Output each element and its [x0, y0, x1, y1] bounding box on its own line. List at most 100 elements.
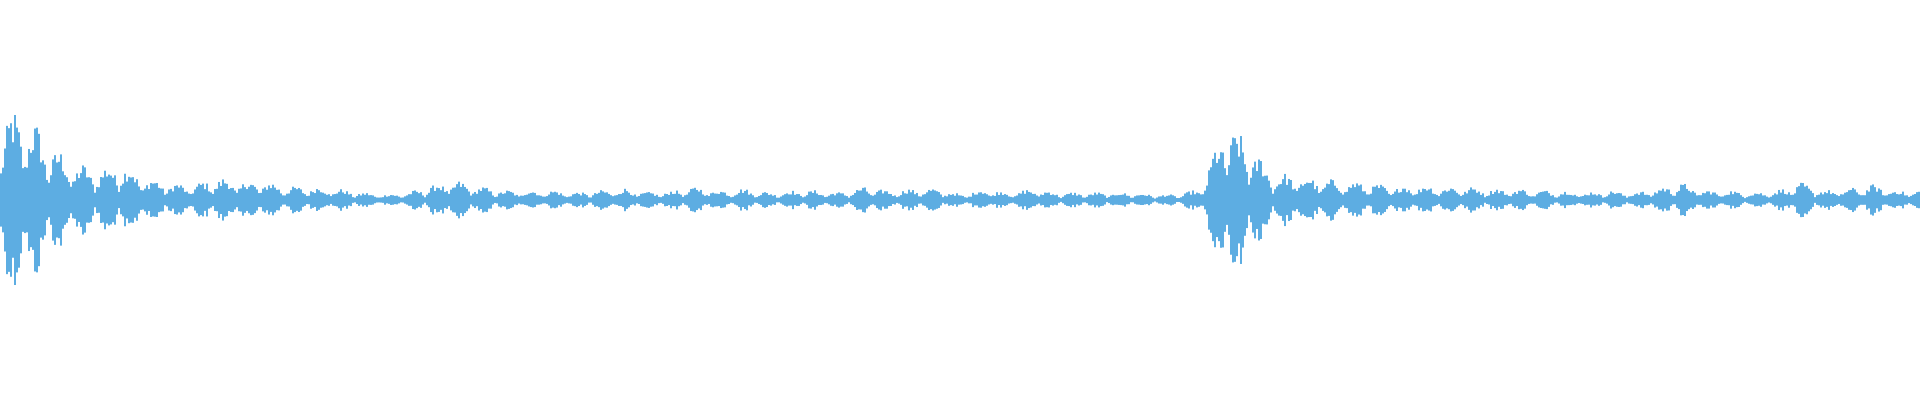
waveform-bar — [920, 196, 922, 204]
waveform-bar — [1322, 189, 1324, 211]
waveform-bar — [1126, 195, 1128, 205]
waveform-bar — [810, 191, 812, 209]
waveform-bar — [832, 193, 834, 207]
waveform-bar — [890, 194, 892, 206]
waveform-bar — [1566, 194, 1568, 206]
waveform-bar — [426, 194, 428, 206]
waveform-bar — [856, 190, 858, 210]
waveform-bar — [1360, 184, 1362, 216]
waveform-bar — [1658, 190, 1660, 210]
waveform-bar — [64, 175, 66, 225]
waveform-bar — [1918, 191, 1920, 209]
waveform-bar — [166, 193, 168, 207]
waveform-bar — [1346, 191, 1348, 209]
waveform-bar — [990, 196, 992, 204]
waveform-bar — [1564, 191, 1566, 209]
waveform-bar — [1468, 190, 1470, 210]
waveform-bar — [1288, 178, 1290, 222]
waveform-bar — [1202, 194, 1204, 206]
waveform-bar — [738, 192, 740, 208]
waveform-bar — [596, 193, 598, 207]
waveform-bar — [1574, 194, 1576, 206]
waveform-bar — [1514, 192, 1516, 208]
waveform-bar — [840, 193, 842, 207]
waveform-bar — [1884, 195, 1886, 205]
waveform-bar — [24, 166, 26, 234]
waveform-bar — [104, 170, 106, 230]
waveform-bar — [1610, 191, 1612, 209]
waveform-bar — [612, 196, 614, 204]
waveform-bar — [770, 194, 772, 206]
waveform-bar — [1620, 193, 1622, 207]
waveform-bar — [566, 197, 568, 203]
waveform-bar — [392, 195, 394, 205]
waveform-bar — [114, 175, 116, 225]
waveform-bar — [598, 192, 600, 208]
waveform-bar — [1582, 196, 1584, 204]
waveform-bar — [1258, 159, 1260, 241]
waveform-bar — [2, 167, 4, 233]
waveform-bar — [1594, 194, 1596, 206]
waveform-bar — [1636, 193, 1638, 207]
waveform-bar — [504, 193, 506, 207]
waveform-bar — [974, 194, 976, 206]
waveform-bar — [1084, 197, 1086, 203]
waveform-bar — [1666, 189, 1668, 211]
waveform-bar — [1896, 194, 1898, 206]
waveform-bar — [1538, 192, 1540, 208]
waveform-bar — [1850, 189, 1852, 211]
waveform-bar — [1042, 194, 1044, 206]
waveform-bar — [752, 195, 754, 205]
waveform-bar — [660, 197, 662, 203]
waveform-bar — [1696, 195, 1698, 205]
waveform-bar — [10, 123, 12, 277]
waveform-bar — [542, 196, 544, 204]
waveform-bar — [1608, 194, 1610, 206]
waveform-bar — [794, 194, 796, 206]
waveform-bar — [1442, 191, 1444, 209]
waveform-bar — [46, 179, 48, 221]
waveform-bar — [1344, 192, 1346, 208]
waveform-bar — [1804, 186, 1806, 214]
waveform-bar — [1436, 194, 1438, 206]
waveform-bar — [1606, 196, 1608, 204]
waveform-bar — [540, 195, 542, 205]
waveform-bar — [646, 192, 648, 208]
waveform-bar — [490, 191, 492, 209]
waveform-bar — [152, 183, 154, 217]
waveform-bar — [1378, 187, 1380, 213]
waveform-bar — [986, 194, 988, 206]
waveform-bar — [222, 179, 224, 221]
waveform-bar — [716, 193, 718, 207]
waveform-bar — [1894, 192, 1896, 208]
waveform-bar — [364, 194, 366, 206]
waveform-bar — [1170, 194, 1172, 206]
waveform-bar — [670, 191, 672, 209]
waveform-bar — [668, 194, 670, 206]
waveform-bar — [1734, 191, 1736, 209]
waveform-bar — [138, 186, 140, 214]
waveform-bar — [1108, 196, 1110, 204]
waveform-bar — [1474, 189, 1476, 211]
waveform-bar — [1222, 152, 1224, 248]
waveform-bar — [992, 195, 994, 205]
waveform-bar — [1626, 197, 1628, 203]
waveform-bar — [1782, 189, 1784, 211]
waveform-bar — [1218, 158, 1220, 242]
waveform-bar — [188, 193, 190, 207]
waveform-bar — [722, 192, 724, 208]
waveform-bar — [86, 177, 88, 223]
waveform-bar — [1356, 183, 1358, 217]
waveform-bar — [308, 195, 310, 205]
waveform-bar — [1856, 192, 1858, 208]
waveform-bar — [326, 194, 328, 206]
waveform-bar — [1250, 177, 1252, 223]
waveform-bar — [1900, 193, 1902, 207]
waveform-bar — [712, 192, 714, 208]
waveform-bar — [1536, 194, 1538, 206]
waveform-bar — [1124, 193, 1126, 207]
waveform-bar — [1618, 193, 1620, 207]
waveform-bar — [1242, 152, 1244, 248]
waveform-bar — [1600, 195, 1602, 205]
waveform-bar — [448, 193, 450, 207]
